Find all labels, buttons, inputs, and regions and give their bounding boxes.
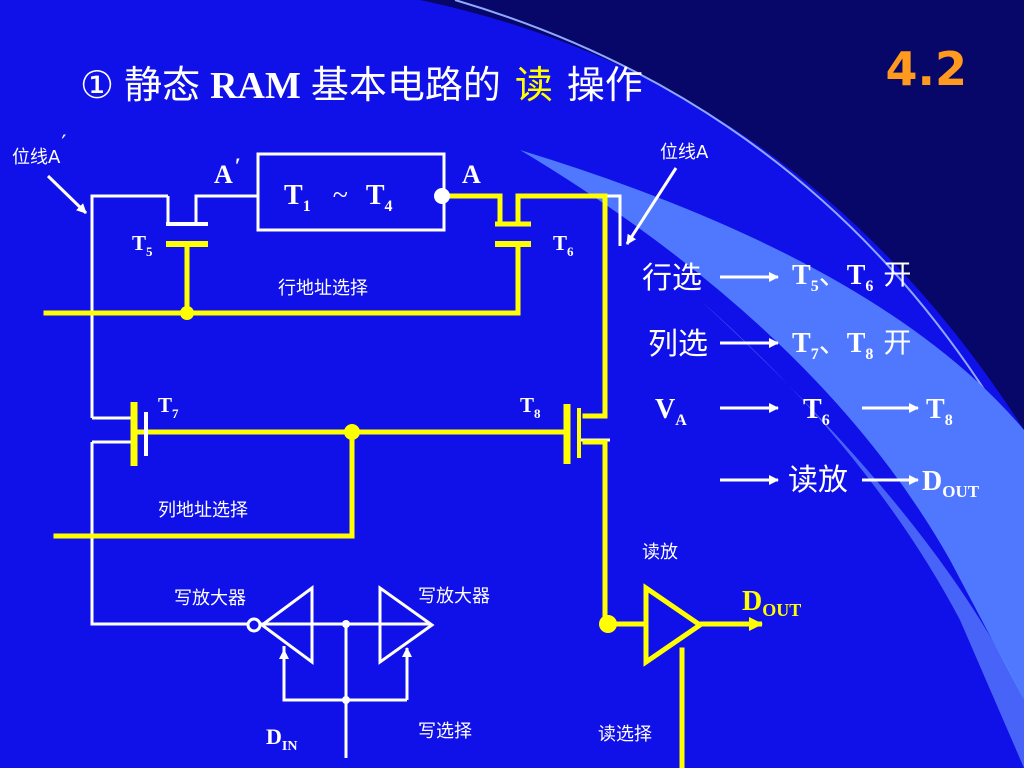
node-a-prime-label: A′ (214, 153, 241, 189)
write-amp-left-label: 写放大器 (174, 588, 246, 609)
read-path-wire (582, 439, 648, 627)
title-part2: 基本电路的 (311, 63, 501, 107)
write-amp-right-label: 写放大器 (418, 586, 490, 607)
svg-text:T6: T6 (803, 394, 830, 429)
transistor-t5 (166, 196, 208, 247)
title-marker: ① (80, 63, 114, 107)
row-select-line (43, 245, 521, 316)
cell-label: T1~T4 (284, 180, 393, 215)
bitline-right-label: 位线A (660, 142, 709, 163)
din-label: DIN (266, 724, 297, 754)
svg-text:列选: 列选 (648, 327, 708, 362)
section-number: 4.2 (886, 42, 968, 96)
write-select-label: 写选择 (418, 721, 472, 742)
col-select-label: 列地址选择 (158, 500, 248, 521)
bitline-a-yellow (515, 193, 608, 419)
svg-text:T7、T8开: T7、T8开 (792, 326, 911, 363)
node-a-dot (434, 188, 450, 204)
bitline-right-pointer (625, 167, 678, 245)
bitline-left-pointer (46, 174, 88, 215)
svg-text:VA: VA (655, 394, 687, 429)
svg-text:DOUT: DOUT (922, 466, 980, 501)
bitline-left-label: 位线A′ (12, 132, 66, 168)
title-part3: 操作 (567, 63, 643, 107)
read-select-label: 读选择 (598, 724, 652, 745)
background-sweep (420, 0, 1024, 768)
read-amp-label: 读放 (642, 542, 678, 563)
svg-text:读放: 读放 (788, 463, 848, 498)
node-a-wire (443, 193, 503, 225)
svg-text:T8: T8 (926, 394, 953, 429)
t7-label: T7 (158, 393, 179, 421)
write-amplifier-right (378, 585, 435, 665)
junction-dots (180, 306, 617, 633)
t5-label: T5 (132, 231, 153, 259)
title-highlight: 读 (515, 63, 553, 107)
svg-text:T5、T6开: T5、T6开 (792, 258, 911, 295)
title-part1: 静态 (124, 63, 200, 107)
row-select-label: 行地址选择 (278, 278, 368, 299)
svg-text:行选: 行选 (642, 261, 702, 296)
transistor-t8 (563, 404, 581, 464)
title-ram: RAM (210, 65, 301, 107)
explanation-row-3: VA T6 T8 (655, 394, 953, 429)
dout-label: DOUT (742, 586, 801, 620)
transistor-t7 (130, 402, 148, 466)
t8-label: T8 (520, 393, 541, 421)
bitline-left-wire (90, 194, 168, 418)
node-a-label: A (462, 160, 481, 189)
transistor-t6 (495, 221, 531, 247)
col-select-line (53, 429, 355, 539)
t6-label: T6 (553, 231, 574, 259)
write-amplifier-left (246, 585, 314, 665)
din-bitline-wire (90, 442, 250, 626)
read-amplifier (643, 583, 705, 667)
explanation-row-4: 读放 DOUT (720, 463, 980, 501)
yellow-wires (43, 193, 685, 768)
